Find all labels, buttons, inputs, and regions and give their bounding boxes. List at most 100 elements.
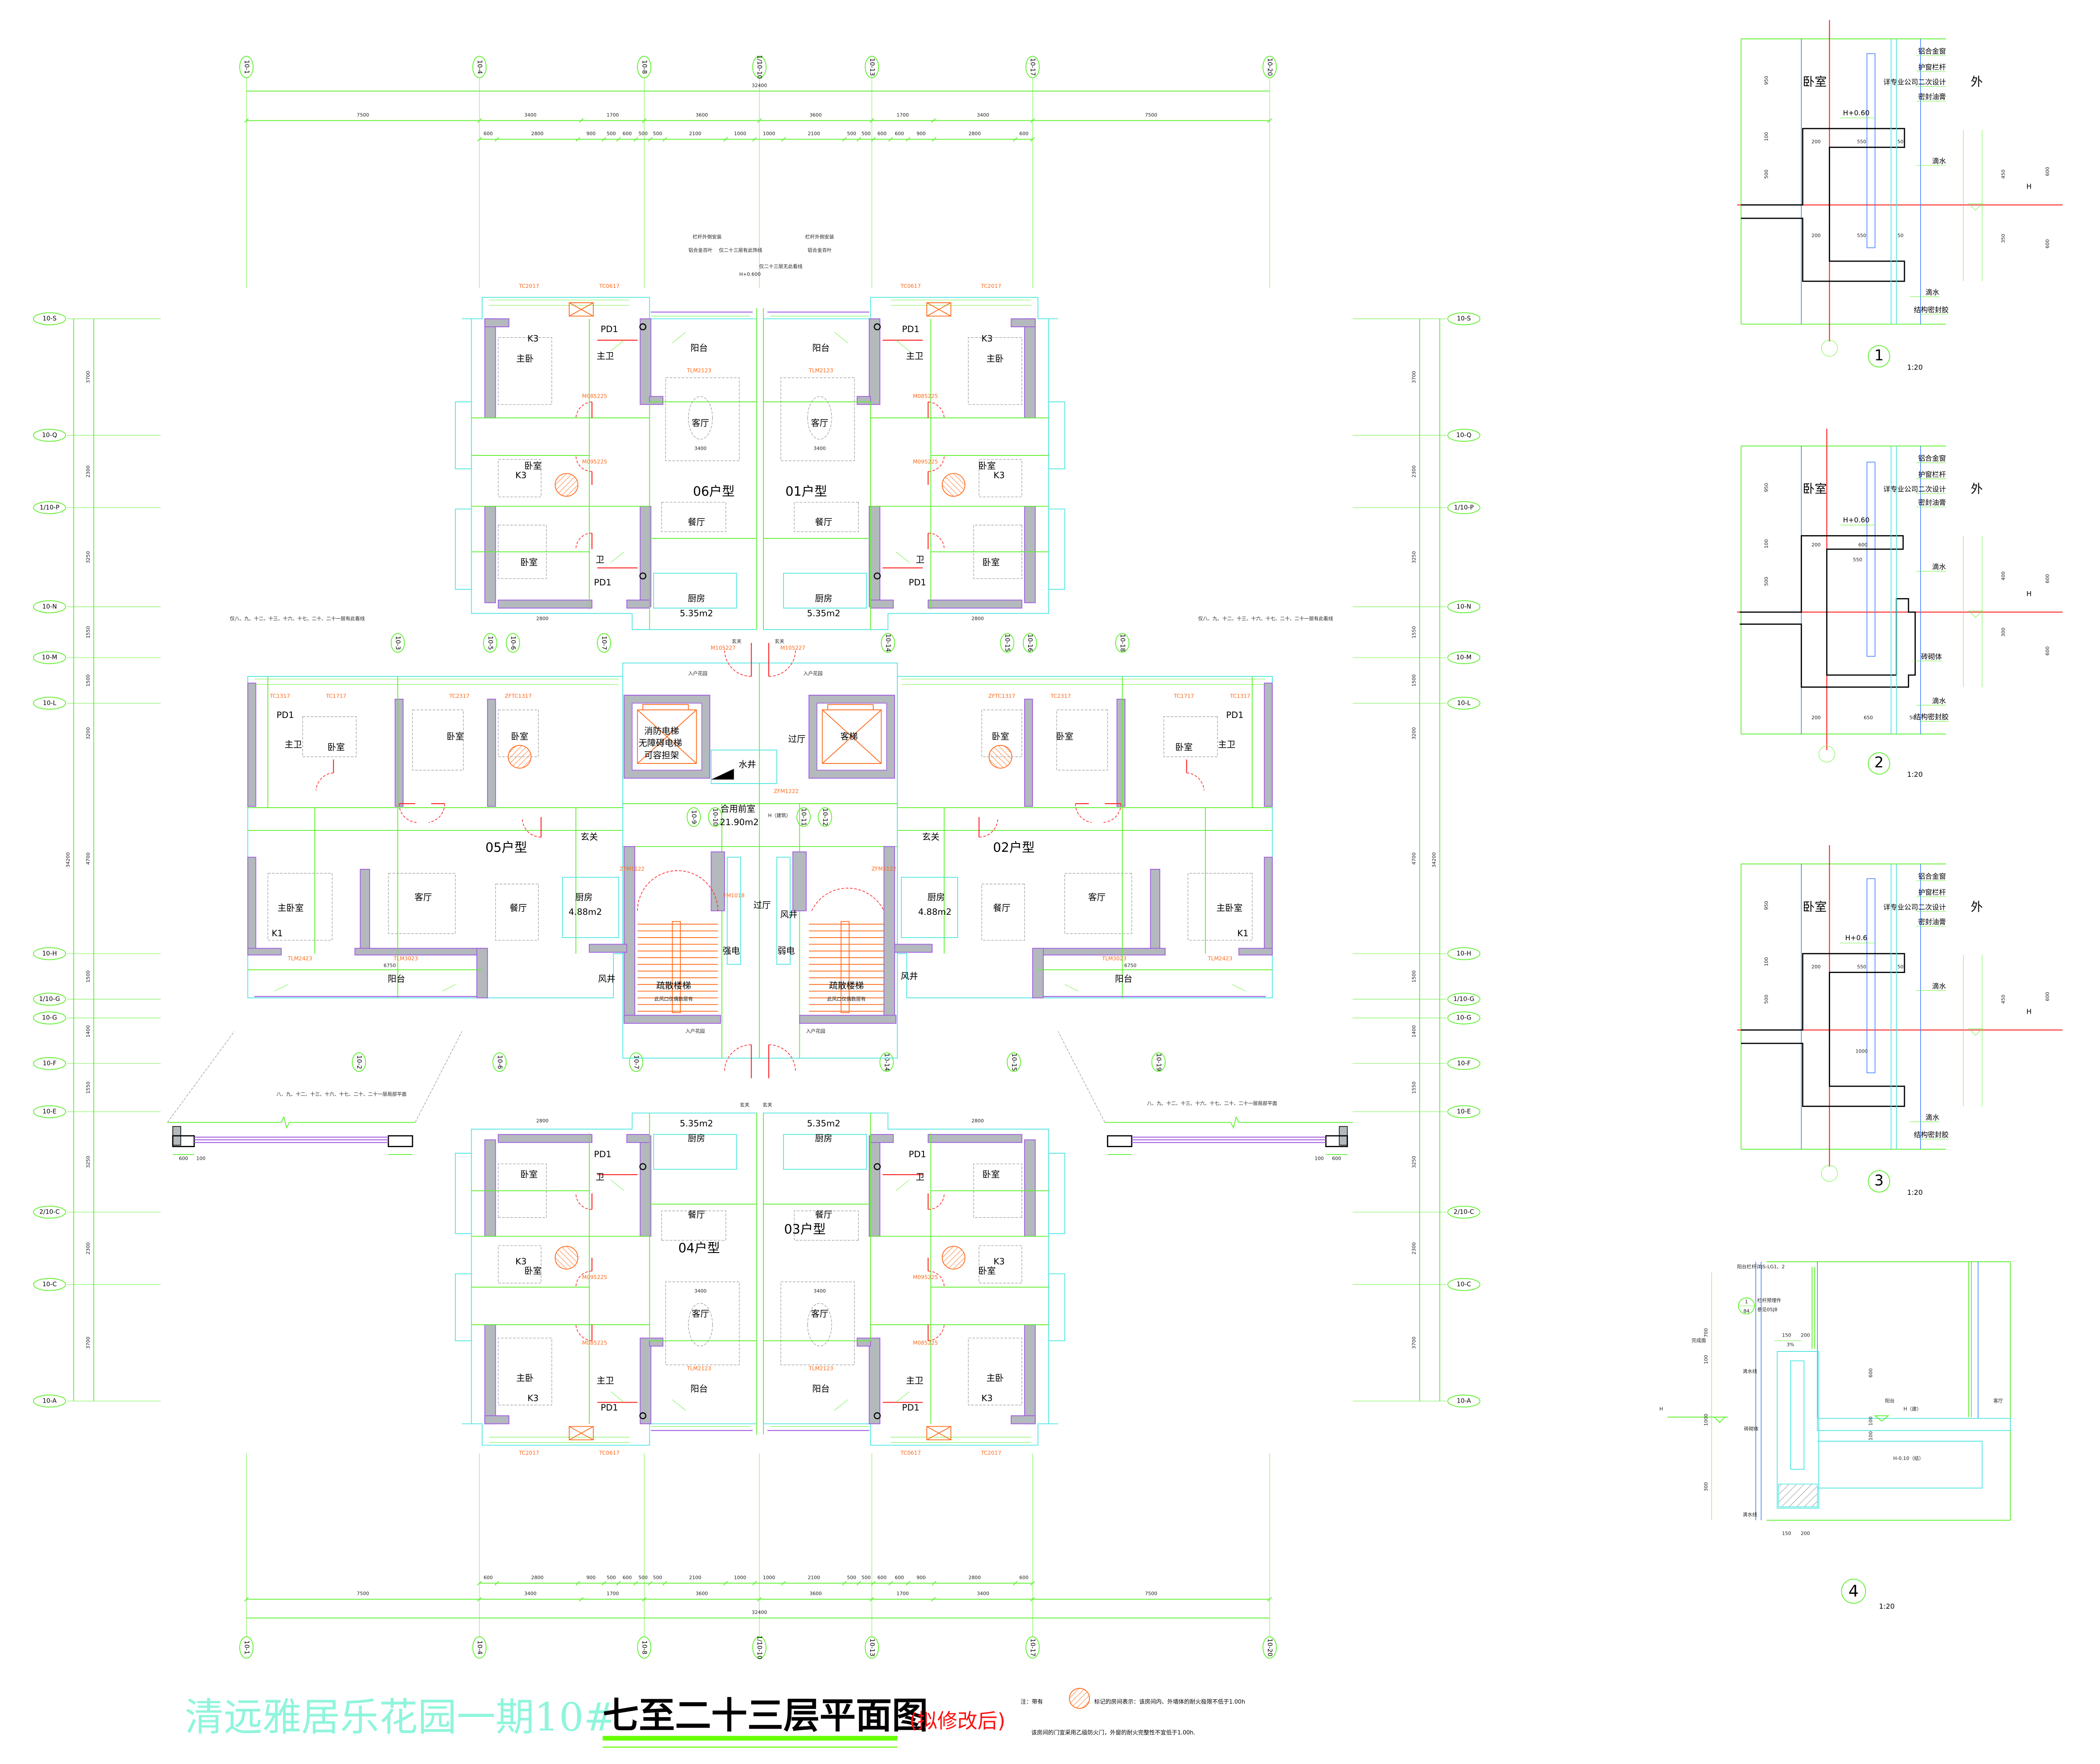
room-label: ZFTC1317: [988, 693, 1015, 699]
axis-label-left: 10-A: [42, 1397, 57, 1404]
axis-label-left: 10-C: [42, 1281, 57, 1288]
detail-dimension: 200: [1801, 1530, 1810, 1536]
detail-dimension: 600: [1868, 1368, 1874, 1378]
sub-dimension: 900: [917, 1575, 926, 1581]
vertical-dimension: 3250: [1411, 1156, 1417, 1168]
axis-label-top: 10-20: [1266, 58, 1273, 76]
sub-dimension: 1000: [734, 1575, 746, 1581]
overall-height-dimension: 34200: [65, 852, 71, 868]
plan-axis-label: 10-16: [1026, 634, 1033, 652]
detail-number: 2: [1874, 754, 1883, 771]
detail-callout: 铝合金窗: [1918, 47, 1946, 55]
room-label: TC2317: [449, 693, 469, 699]
vertical-dimension: 1550: [85, 626, 91, 638]
sub-dimension: 2100: [808, 131, 820, 136]
axis-label-right: 10-A: [1457, 1397, 1471, 1404]
room-label: 客厅: [414, 892, 432, 902]
strong-power-room-label: 强电: [723, 946, 740, 956]
detail-dimension: 400: [2001, 571, 2006, 581]
axis-bubble: [33, 312, 66, 326]
axis-bubble: [864, 1636, 879, 1659]
sub-dimension: 600: [877, 1575, 886, 1581]
room-label: TLM3023: [393, 956, 418, 962]
lobby-axis-label: 10-11: [800, 808, 807, 826]
detail-callout: 护窗栏杆: [1918, 888, 1946, 896]
plan-axis-label: 10-15: [1010, 1053, 1017, 1071]
detail-dimension: 600: [2045, 574, 2051, 583]
room-label: PD1: [594, 578, 612, 588]
room-label: TLM2423: [1208, 956, 1232, 962]
room-label: 5.35m2: [680, 1119, 713, 1129]
room-label: 主卫: [906, 1376, 924, 1386]
room-label: 卧室: [327, 742, 345, 752]
room-label: 主卫: [906, 351, 924, 361]
fire-elevator-label: 消防电梯: [644, 726, 679, 736]
axis-bubble: [33, 600, 66, 613]
axis-bubble: [33, 429, 66, 442]
fire-elevator-label: 无障碍电梯: [638, 738, 682, 748]
axis-bubble: [1025, 1636, 1040, 1659]
room-label: 6750: [384, 962, 396, 968]
detail-number: 4: [1848, 1582, 1858, 1600]
reference-bubble-top: 1: [1745, 1299, 1748, 1305]
axis-label-left: 10-F: [43, 1060, 56, 1067]
bay-dimension: 3600: [696, 1591, 708, 1596]
room-label: 5.35m2: [680, 608, 713, 618]
bay-dimension: 3400: [977, 112, 989, 118]
room-label: PD1: [909, 1149, 926, 1159]
axis-label-right: 10-M: [1456, 654, 1471, 661]
room-label: M085225: [582, 1340, 607, 1346]
plan-axis-label: 10-7: [601, 636, 608, 650]
sub-dimension: 1000: [734, 131, 746, 136]
fire-rated-hatch-icon: [1069, 1688, 1090, 1709]
detail-callout: 滴水: [1925, 1113, 1939, 1121]
axis-bubble: [1447, 696, 1480, 710]
axis-bubble: [752, 56, 766, 78]
room-label: TC1717: [326, 693, 346, 699]
axis-label-bottom: 10-20: [1266, 1638, 1273, 1656]
sub-dimension: 500: [638, 1575, 648, 1581]
room-label: 客厅: [1088, 892, 1106, 902]
vertical-dimension: 3700: [1411, 1337, 1417, 1349]
partial-plan-dimension: 100: [196, 1155, 206, 1161]
overall-height-dimension: 34200: [1432, 852, 1437, 868]
axis-bubble: [1447, 993, 1480, 1006]
room-label: 卫: [595, 1172, 604, 1182]
vertical-dimension: 3250: [1411, 551, 1417, 564]
floor-plan: [167, 297, 1353, 1446]
datum-level: H: [1659, 1406, 1663, 1412]
room-label: 玄关: [581, 832, 598, 842]
reference-bubble-bottom: 84: [1743, 1308, 1750, 1314]
detail-room-label: 卧室: [1802, 75, 1827, 89]
detail-dimension: 100: [1764, 539, 1769, 548]
room-label: 4.88m2: [569, 907, 602, 917]
bay-dimension: 3400: [524, 1591, 536, 1596]
axis-label-right: 1/10-P: [1454, 504, 1474, 511]
partial-plan-dimension: 600: [179, 1155, 188, 1161]
axis-bubble: [1262, 1636, 1277, 1659]
detail-dimension: 100: [1703, 1355, 1709, 1364]
axis-label-left: 1/10-G: [39, 996, 60, 1003]
sub-dimension: 600: [895, 131, 904, 136]
detail-dimension: 950: [1764, 901, 1769, 910]
axis-label-bottom: 10-13: [868, 1638, 875, 1656]
detail-dimension: 50: [1909, 715, 1915, 721]
sub-dimension: 2100: [808, 1575, 820, 1581]
bay-dimension: 1700: [606, 112, 619, 118]
room-label: TC0617: [599, 1450, 620, 1456]
room-label: K3: [515, 1256, 527, 1267]
axis-bubble: [33, 651, 66, 664]
room-label: TC0617: [900, 283, 920, 289]
sub-dimension: 600: [895, 1575, 904, 1581]
axis-bubble: [1447, 429, 1480, 442]
detail-callout: 护窗栏杆: [1918, 470, 1946, 479]
room-label: M085225: [913, 393, 938, 399]
unit-03-label: 03户型: [784, 1222, 826, 1237]
axis-label-right: 1/10-G: [1453, 996, 1474, 1003]
axis-bubble: [1262, 56, 1277, 78]
room-label: PD1: [909, 578, 926, 588]
axis-label-right: 10-N: [1456, 603, 1471, 610]
lobby-area: 21.90m2: [720, 817, 759, 827]
room-label: 阳台: [690, 1384, 708, 1394]
plan-axis-label: 10-18: [1119, 634, 1126, 652]
